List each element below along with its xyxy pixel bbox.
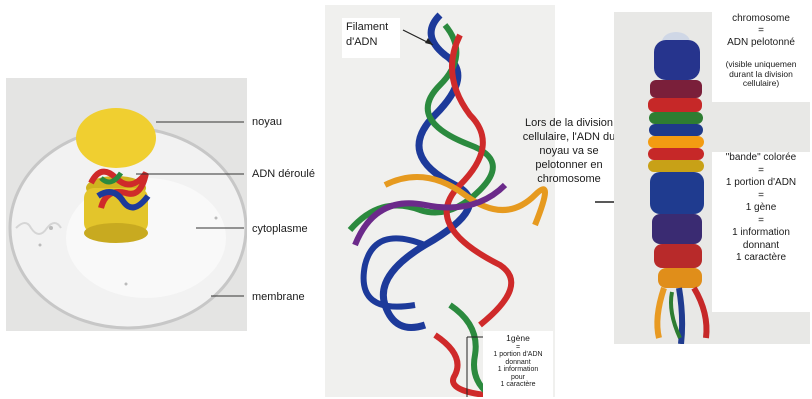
chromosome-line: chromosome: [712, 13, 810, 25]
explanation-line: Lors de la division: [510, 116, 628, 130]
chromosome-note-line: cellulaire): [712, 79, 810, 89]
chromosome-line: =: [712, 25, 810, 37]
band-line: donnant: [712, 240, 810, 253]
explanation-text: Lors de la division cellulaire, l'ADN du…: [510, 116, 628, 186]
band-line: =: [712, 215, 810, 228]
explanation-line: chromosome: [510, 172, 628, 186]
gene-box-line: 1 information: [483, 366, 553, 374]
band-line: 1 gène: [712, 202, 810, 215]
gene-box: 1gène = 1 portion d'ADN donnant 1 inform…: [483, 334, 553, 389]
explanation-line: pelotonner en: [510, 158, 628, 172]
band-line: =: [712, 190, 810, 203]
band-line: =: [712, 165, 810, 178]
chromosome-line: ADN pelotonné: [712, 37, 810, 49]
label-adn-deroule: ADN déroulé: [252, 168, 315, 180]
gene-box-line: pour: [483, 374, 553, 382]
band-line: "bande" colorée: [712, 152, 810, 165]
label-noyau: noyau: [252, 116, 282, 128]
cell-model-photo: [6, 78, 247, 331]
gene-box-line: 1 caractère: [483, 381, 553, 389]
explanation-line: noyau va se: [510, 144, 628, 158]
band-line: 1 portion d'ADN: [712, 177, 810, 190]
band-label: "bande" colorée = 1 portion d'ADN = 1 gè…: [712, 152, 810, 265]
band-line: 1 information: [712, 227, 810, 240]
gene-box-line: donnant: [483, 359, 553, 367]
label-filament-line1: Filament: [346, 21, 388, 33]
explanation-line: cellulaire, l'ADN du: [510, 130, 628, 144]
band-line: 1 caractère: [712, 252, 810, 265]
label-cytoplasme: cytoplasme: [252, 223, 308, 235]
gene-box-line: 1gène: [483, 334, 553, 344]
gene-box-line: 1 portion d'ADN: [483, 351, 553, 359]
chromosome-note: (visible uniquemen durant la division ce…: [712, 60, 810, 89]
chromosome-label: chromosome = ADN pelotonné: [712, 13, 810, 49]
label-filament-line2: d'ADN: [346, 36, 377, 48]
gene-box-line: =: [483, 344, 553, 352]
label-membrane: membrane: [252, 291, 305, 303]
